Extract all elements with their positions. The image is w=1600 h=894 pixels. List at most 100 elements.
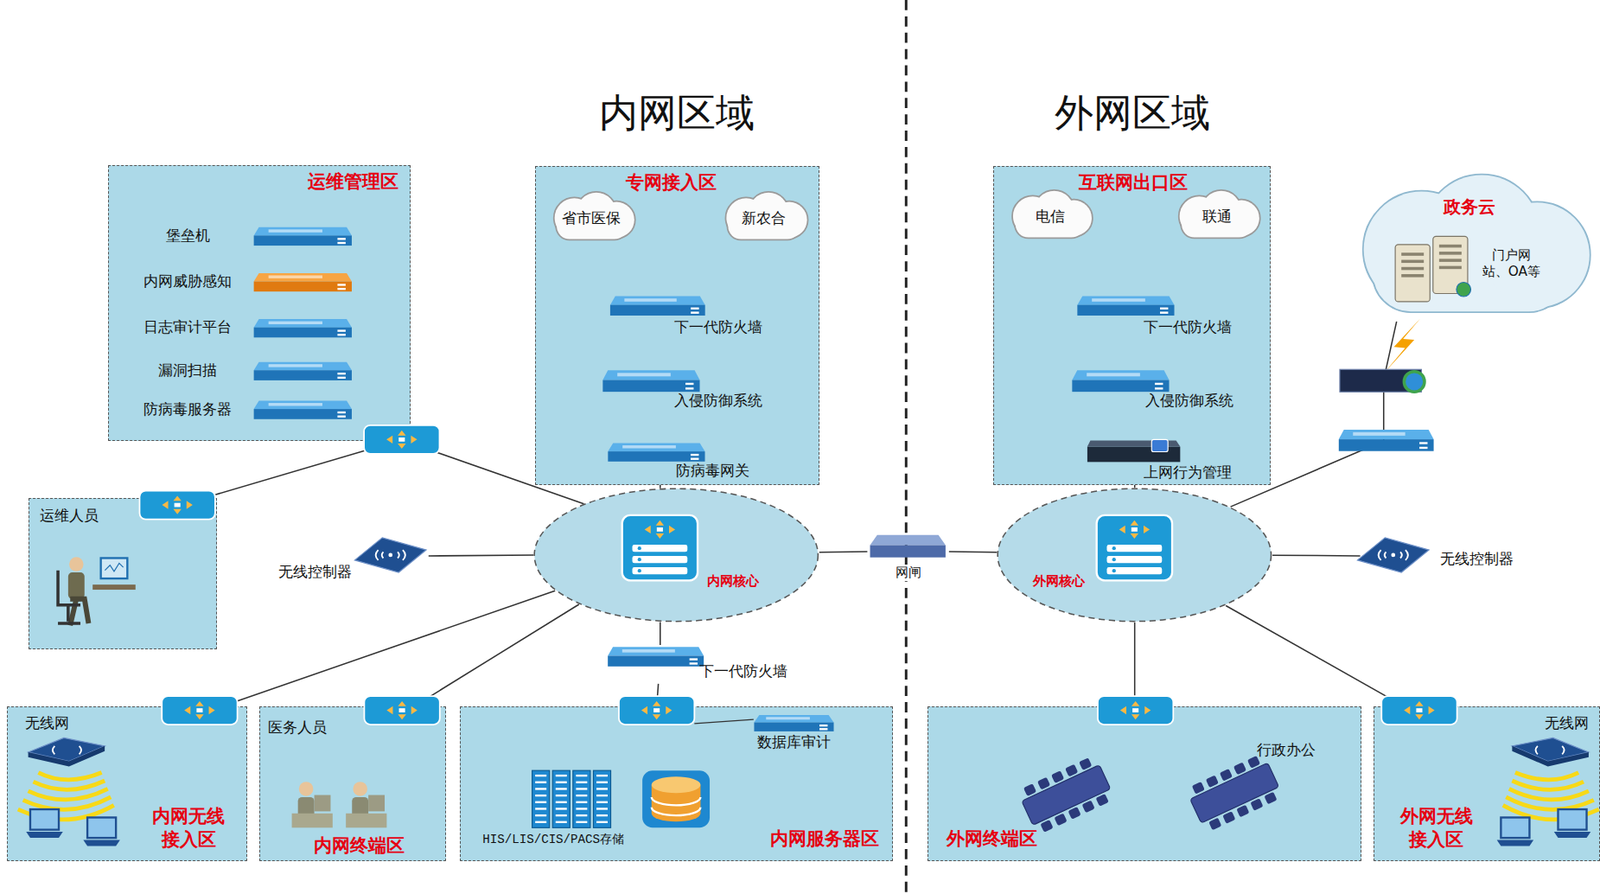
wifi-wave — [1505, 796, 1594, 810]
server-bay — [1401, 260, 1424, 264]
switch-arrows — [641, 701, 672, 720]
device-label — [622, 649, 676, 653]
device-front — [254, 408, 352, 420]
core-switch: 外网核心 — [996, 487, 1273, 623]
laptop-screen — [1500, 816, 1530, 838]
switch-arrows — [644, 520, 676, 539]
device-led — [690, 457, 699, 459]
device-led — [1419, 446, 1428, 449]
chair — [1233, 761, 1247, 775]
node-label: 省市医保 — [561, 210, 621, 229]
database-top — [651, 776, 702, 793]
device-led — [337, 330, 346, 332]
node-label: 防病毒服务器 — [143, 401, 232, 420]
switch-icon — [618, 695, 695, 725]
device-led — [1154, 382, 1163, 385]
device-label: 防病毒服务器 — [128, 398, 248, 421]
device-label — [765, 717, 810, 721]
device-label — [268, 363, 323, 367]
desk — [92, 584, 136, 590]
switch-icon — [363, 695, 440, 725]
node-graphic — [996, 487, 1273, 623]
device-label: 漏洞扫描 — [128, 360, 248, 383]
wifi-wave — [1511, 780, 1584, 790]
laptop-base — [1554, 831, 1591, 838]
zone-box: 数据库审计HIS/LIS/CIS/PACS存储内网服务器区 — [459, 706, 893, 861]
switch-arrows — [386, 430, 417, 449]
node-label: 内网威胁感知 — [143, 273, 232, 292]
rack-unit — [535, 821, 548, 823]
switch-icon — [1097, 695, 1173, 725]
node-label: 下一代防火墙 — [1143, 318, 1232, 338]
device-front — [254, 327, 352, 338]
zone-title: 内网服务器区 — [770, 827, 880, 851]
node-graphic — [533, 487, 820, 623]
wire — [694, 719, 754, 724]
zone-box: 无线网内网无线接入区 — [6, 706, 247, 861]
region-heading: 外网区域 — [1054, 89, 1211, 137]
core-slot — [632, 567, 689, 574]
zone-box: 医务人员内网终端区 — [259, 706, 447, 861]
core-led — [637, 557, 642, 561]
device-label: 堡垒机 — [128, 225, 248, 249]
carrier-cloud: 电信 — [1007, 193, 1093, 241]
wireless-symbol — [1535, 745, 1564, 754]
zone-box: 行政办公外网终端区 — [927, 706, 1362, 861]
rack-unit — [555, 780, 568, 783]
database-tile — [643, 770, 711, 828]
switch-arrows — [162, 496, 193, 515]
wireless-symbol — [1377, 549, 1408, 561]
core-area — [998, 488, 1272, 621]
switch-hub — [1132, 707, 1139, 713]
wifi-wave — [33, 780, 106, 790]
chair — [1064, 764, 1078, 778]
firewall-device: 下一代防火墙 — [1075, 293, 1255, 343]
rack-unit — [596, 794, 608, 797]
carrier-cloud: 新农合 — [719, 195, 810, 243]
rack-unit — [576, 794, 588, 797]
switch-hub — [398, 707, 405, 713]
access-point-side — [28, 745, 106, 767]
rack-unit — [535, 780, 548, 783]
device-led — [337, 372, 346, 375]
ips-device: 入侵防御系统 — [600, 368, 785, 415]
wifi-wave — [1515, 771, 1579, 779]
zone-title: 外网无线接入区 — [1396, 804, 1477, 851]
device-label: 日志审计平台 — [128, 317, 248, 340]
carrier-cloud: 联通 — [1172, 193, 1262, 241]
server-tower — [1395, 244, 1430, 302]
device-label — [1352, 432, 1405, 436]
core-slot — [1107, 567, 1163, 574]
laptop-screen — [30, 809, 59, 830]
core-area — [535, 488, 819, 621]
core-slot — [632, 555, 689, 563]
device-led — [1419, 441, 1428, 444]
firewall-device: 下一代防火墙 — [605, 293, 785, 343]
device-front — [1077, 304, 1174, 315]
globe — [1456, 282, 1472, 298]
storage-label: HIS/LIS/CIS/PACS存储 — [478, 829, 667, 855]
chair — [1236, 804, 1250, 818]
person-head — [299, 781, 314, 797]
chair — [1222, 810, 1236, 824]
wireless-controller-icon — [355, 537, 428, 573]
device-led — [685, 382, 694, 385]
node-label: 门户网站、OA等 — [1481, 247, 1541, 281]
zone-title: 运维管理区 — [307, 170, 399, 194]
device-top — [1338, 429, 1435, 440]
device-front — [254, 281, 352, 293]
device-led — [337, 333, 346, 336]
switch-hub — [1415, 707, 1422, 713]
chair — [1082, 799, 1096, 813]
device-label — [1086, 372, 1141, 377]
monitor-trace — [104, 562, 123, 571]
lightning-bolt — [1383, 318, 1421, 374]
core-switch-icon — [622, 515, 698, 581]
desk — [291, 813, 332, 829]
node-label: 堡垒机 — [165, 227, 211, 246]
conference-table — [1021, 764, 1111, 826]
node-label: 无线网 — [25, 714, 70, 734]
switch-hub — [656, 527, 663, 532]
rack-unit — [555, 787, 568, 790]
device-led — [337, 242, 346, 244]
